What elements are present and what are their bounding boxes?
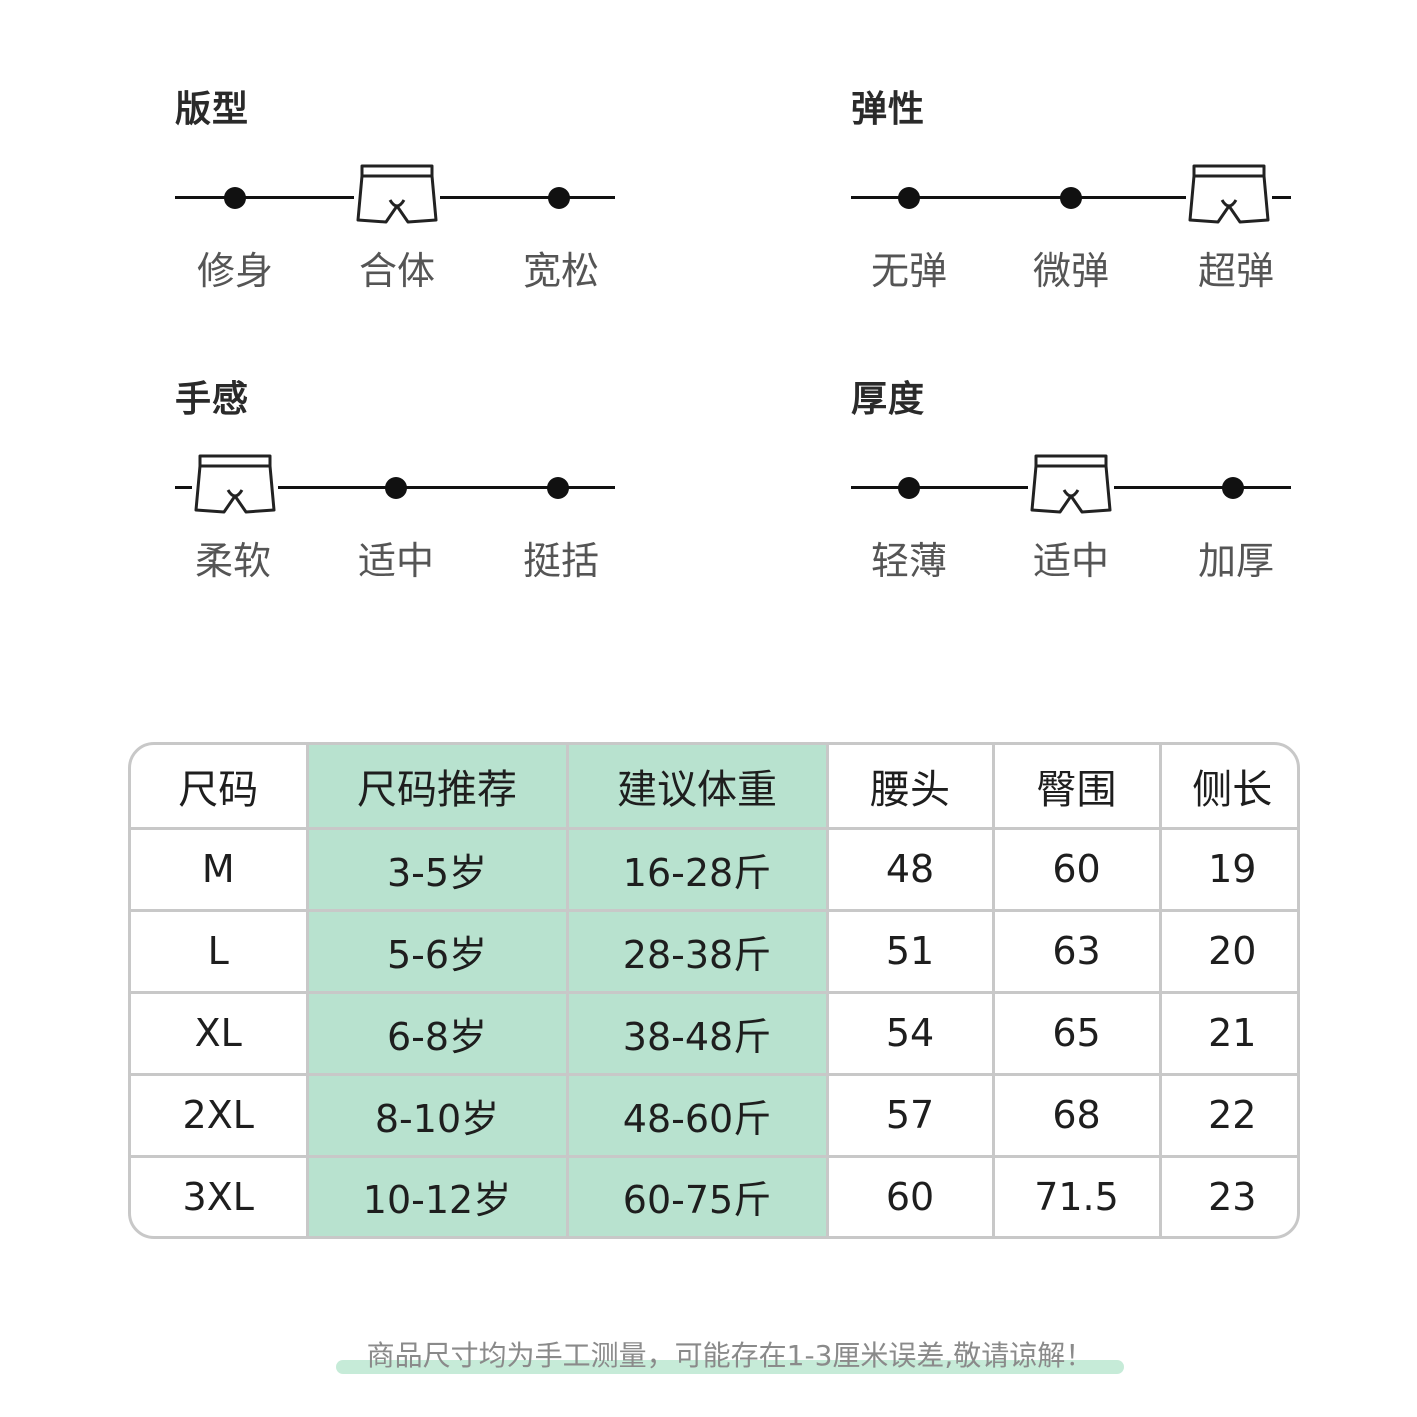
scale-dot bbox=[385, 477, 407, 499]
underwear-icon bbox=[1186, 160, 1272, 228]
table-header-hip: 臀围 bbox=[991, 745, 1162, 830]
table-cell: M bbox=[131, 826, 309, 912]
attr-title: 厚度 bbox=[851, 379, 926, 420]
table-cell: 68 bbox=[991, 1072, 1162, 1158]
scale-label-selected: 适中 bbox=[1032, 539, 1109, 583]
table-row: M 3-5岁 16-28斤 48 60 19 bbox=[131, 826, 1297, 912]
note-highlight bbox=[336, 1360, 1124, 1374]
table-cell: XL bbox=[131, 990, 309, 1076]
table-header-side-length: 侧长 bbox=[1158, 745, 1297, 830]
attr-title: 版型 bbox=[175, 89, 250, 130]
attr-fit: 版型 修身 合体 宽松 bbox=[175, 88, 635, 328]
table-cell: 60 bbox=[991, 826, 1162, 912]
table-cell: 48 bbox=[825, 826, 995, 912]
table-cell: 60-75斤 bbox=[565, 1154, 829, 1236]
scale-dot bbox=[898, 477, 920, 499]
table-row: 3XL 10-12岁 60-75斤 60 71.5 23 bbox=[131, 1154, 1297, 1236]
underwear-icon bbox=[1028, 450, 1114, 518]
scale-dot bbox=[547, 477, 569, 499]
table-row: 2XL 8-10岁 48-60斤 57 68 22 bbox=[131, 1072, 1297, 1158]
attr-hand-feel: 手感 柔软 适中 挺括 bbox=[175, 378, 635, 618]
scale-label: 轻薄 bbox=[870, 539, 947, 583]
table-cell: 20 bbox=[1158, 908, 1297, 994]
table-cell: 19 bbox=[1158, 826, 1297, 912]
scale-label: 挺括 bbox=[522, 539, 599, 583]
table-cell: 6-8岁 bbox=[305, 990, 569, 1076]
scale-dot bbox=[548, 187, 570, 209]
scale-label: 微弹 bbox=[1032, 249, 1109, 293]
attr-title: 弹性 bbox=[851, 89, 926, 130]
scale-label: 无弹 bbox=[870, 249, 947, 293]
scale-label: 宽松 bbox=[522, 249, 599, 293]
table-cell: 28-38斤 bbox=[565, 908, 829, 994]
table-header-age: 尺码推荐 bbox=[305, 745, 569, 830]
scale-label: 加厚 bbox=[1197, 539, 1274, 583]
table-cell: 10-12岁 bbox=[305, 1154, 569, 1236]
table-header-row: 尺码 尺码推荐 建议体重 腰头 臀围 侧长 bbox=[131, 745, 1297, 830]
table-cell: 54 bbox=[825, 990, 995, 1076]
table-cell: 3XL bbox=[131, 1154, 309, 1236]
scale-label: 适中 bbox=[357, 539, 434, 583]
table-cell: 51 bbox=[825, 908, 995, 994]
scale-label-selected: 合体 bbox=[358, 249, 435, 293]
table-cell: 23 bbox=[1158, 1154, 1297, 1236]
table-row: L 5-6岁 28-38斤 51 63 20 bbox=[131, 908, 1297, 994]
table-cell: 60 bbox=[825, 1154, 995, 1236]
table-cell: 5-6岁 bbox=[305, 908, 569, 994]
table-cell: 3-5岁 bbox=[305, 826, 569, 912]
table-cell: 21 bbox=[1158, 990, 1297, 1076]
attr-title: 手感 bbox=[175, 379, 250, 420]
underwear-icon bbox=[192, 450, 278, 518]
scale-label-selected: 超弹 bbox=[1197, 249, 1274, 293]
attr-elasticity: 弹性 无弹 微弹 超弹 bbox=[851, 88, 1311, 328]
table-cell: 57 bbox=[825, 1072, 995, 1158]
table-cell: 48-60斤 bbox=[565, 1072, 829, 1158]
table-header-size: 尺码 bbox=[131, 745, 309, 830]
size-table: 尺码 尺码推荐 建议体重 腰头 臀围 侧长 M 3-5岁 16-28斤 48 6… bbox=[128, 742, 1300, 1239]
measurement-note: 商品尺寸均为手工测量，可能存在1-3厘米误差,敬请谅解！ bbox=[336, 1336, 1124, 1384]
note-text: 商品尺寸均为手工测量，可能存在1-3厘米误差,敬请谅解！ bbox=[366, 1339, 1094, 1372]
scale-dot bbox=[1060, 187, 1082, 209]
scale-label-selected: 柔软 bbox=[194, 539, 271, 583]
table-cell: 65 bbox=[991, 990, 1162, 1076]
scale-label: 修身 bbox=[196, 249, 273, 293]
table-cell: 22 bbox=[1158, 1072, 1297, 1158]
table-cell: 71.5 bbox=[991, 1154, 1162, 1236]
table-cell: 2XL bbox=[131, 1072, 309, 1158]
table-cell: 16-28斤 bbox=[565, 826, 829, 912]
underwear-icon bbox=[354, 160, 440, 228]
table-cell: 63 bbox=[991, 908, 1162, 994]
scale-dot bbox=[1222, 477, 1244, 499]
scale-dot bbox=[224, 187, 246, 209]
attr-thickness: 厚度 轻薄 适中 加厚 bbox=[851, 378, 1311, 618]
table-cell: 38-48斤 bbox=[565, 990, 829, 1076]
table-header-waist: 腰头 bbox=[825, 745, 995, 830]
table-cell: L bbox=[131, 908, 309, 994]
table-header-weight: 建议体重 bbox=[565, 745, 829, 830]
table-row: XL 6-8岁 38-48斤 54 65 21 bbox=[131, 990, 1297, 1076]
scale-dot bbox=[898, 187, 920, 209]
table-cell: 8-10岁 bbox=[305, 1072, 569, 1158]
